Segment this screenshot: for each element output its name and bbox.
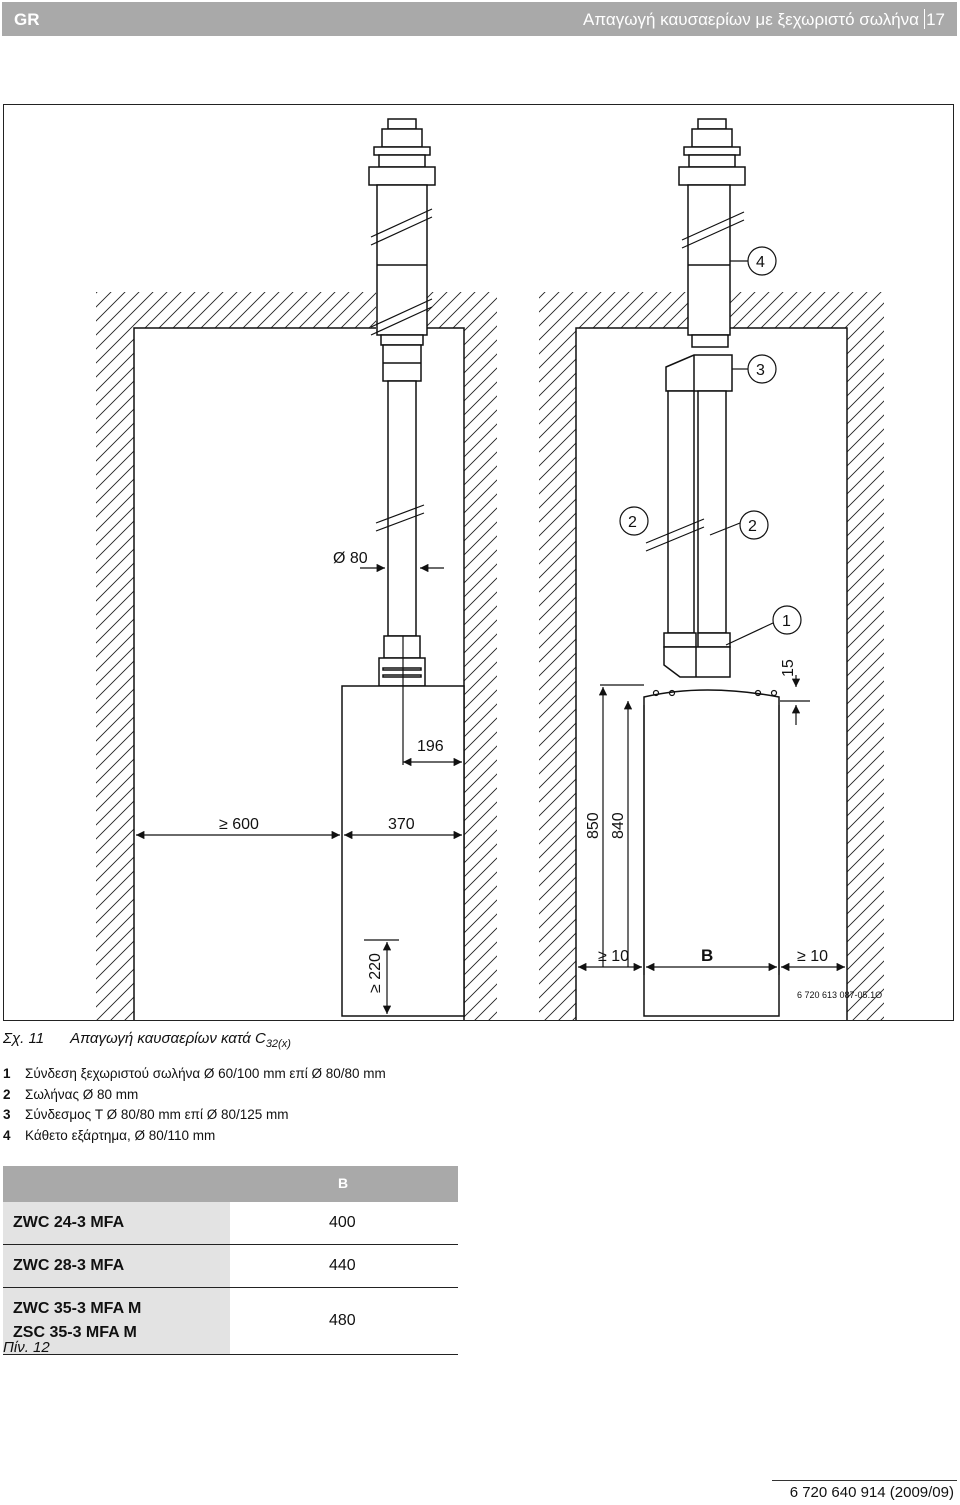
left-wall	[96, 292, 376, 1020]
callout-1: 1	[782, 613, 791, 630]
footer-rule	[772, 1480, 957, 1481]
legend-text: Σωλήνας Ø 80 mm	[25, 1086, 139, 1102]
section-title: Απαγωγή καυσαερίων με ξεχωριστό σωλήνα	[583, 10, 919, 29]
dimension-table: B ZWC 24-3 MFA 400 ZWC 28-3 MFA 440 ZWC …	[3, 1166, 458, 1355]
table-row: ZWC 24-3 MFA 400	[3, 1202, 458, 1245]
page-header: GR Απαγωγή καυσαερίων με ξεχωριστό σωλήν…	[2, 2, 957, 36]
legend-item: 2 Σωλήνας Ø 80 mm	[3, 1085, 386, 1106]
legend-item: 4 Κάθετο εξάρτημα, Ø 80/110 mm	[3, 1126, 386, 1147]
figure-number: Σχ. 11	[3, 1030, 45, 1047]
right-wall	[539, 292, 688, 1020]
label-diameter: Ø 80	[333, 550, 368, 567]
page-number: 17	[926, 10, 945, 29]
label-15: 15	[780, 659, 797, 677]
figure-caption: Σχ. 11 Απαγωγή καυσαερίων κατά C32(x)	[3, 1030, 291, 1050]
label-220: ≥ 220	[367, 953, 384, 993]
table-row: ZWC 28-3 MFA 440	[3, 1245, 458, 1288]
label-B: B	[701, 946, 713, 965]
callout-2b: 2	[748, 518, 757, 535]
label-370: 370	[388, 816, 415, 833]
installation-figure: Ø 80 196 ≥ 600 370 ≥ 220 850 840 15 ≥ 10…	[3, 104, 954, 1021]
callout-3: 3	[756, 362, 765, 379]
model-line-2: ZSC 35-3 MFA M	[13, 1324, 137, 1341]
header-separator	[924, 9, 925, 29]
legend-key: 3	[3, 1107, 11, 1122]
legend-key: 1	[3, 1066, 11, 1081]
figure-caption-subscript: 32(x)	[265, 1038, 291, 1050]
table-row: ZWC 35-3 MFA M ZSC 35-3 MFA M 480	[3, 1288, 458, 1355]
document-number: 6 720 640 914 (2009/09)	[789, 1484, 954, 1501]
figure-caption-text: Απαγωγή καυσαερίων κατά C	[70, 1030, 266, 1047]
table-cell-model: ZWC 35-3 MFA M ZSC 35-3 MFA M	[3, 1288, 230, 1354]
figure-reference: 6 720 613 087-05.1O	[797, 990, 882, 1000]
callout-4: 4	[756, 254, 765, 271]
legend-key: 2	[3, 1086, 11, 1102]
table-cell-value: 480	[329, 1312, 356, 1329]
table-cell-value: 400	[329, 1214, 356, 1231]
flue-diagram: Ø 80 196 ≥ 600 370 ≥ 220 850 840 15 ≥ 10…	[96, 118, 884, 1020]
label-850: 850	[585, 812, 602, 839]
language-code: GR	[14, 10, 40, 29]
table-header-b: B	[338, 1175, 349, 1191]
legend-text: Σύνδεσμος T Ø 80/80 mm επί Ø 80/125 mm	[25, 1107, 289, 1122]
model-line-1: ZWC 35-3 MFA M	[13, 1300, 142, 1317]
label-196: 196	[417, 738, 444, 755]
legend-text: Κάθετο εξάρτημα, Ø 80/110 mm	[25, 1127, 216, 1143]
table-cell-value: 440	[329, 1257, 356, 1274]
label-10-left: ≥ 10	[598, 948, 629, 965]
table-caption: Πίν. 12	[3, 1339, 50, 1356]
callout-2a: 2	[628, 514, 637, 531]
table-cell-model: ZWC 24-3 MFA	[3, 1202, 230, 1244]
right-flue-assembly	[643, 118, 780, 1017]
left-flue-assembly	[341, 118, 465, 1017]
label-840: 840	[610, 812, 627, 839]
table-header: B	[3, 1166, 458, 1202]
legend-item: 3 Σύνδεσμος T Ø 80/80 mm επί Ø 80/125 mm	[3, 1105, 386, 1126]
label-600: ≥ 600	[219, 816, 259, 833]
legend-item: 1 Σύνδεση ξεχωριστού σωλήνα Ø 60/100 mm ε…	[3, 1064, 386, 1085]
table-cell-model: ZWC 28-3 MFA	[3, 1245, 230, 1287]
label-10-right: ≥ 10	[797, 948, 828, 965]
figure-legend: 1 Σύνδεση ξεχωριστού σωλήνα Ø 60/100 mm ε…	[3, 1064, 386, 1146]
legend-text: Σύνδεση ξεχωριστού σωλήνα Ø 60/100 mm επ…	[25, 1066, 386, 1081]
legend-key: 4	[3, 1127, 11, 1143]
